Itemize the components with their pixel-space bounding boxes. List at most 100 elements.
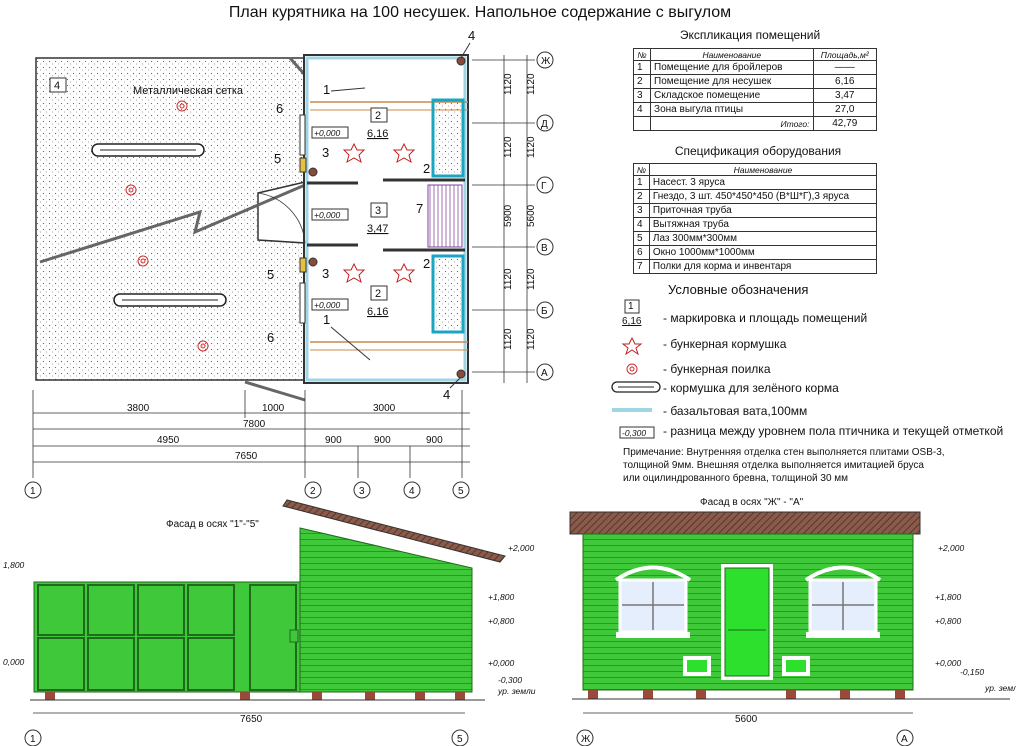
svg-text:+1,800: +1,800: [488, 592, 515, 602]
legend-item: - разница между уровнем пола птичника и …: [663, 424, 1004, 438]
page-title: План курятника на 100 несушек. Напольное…: [228, 4, 732, 21]
svg-text:1000: 1000: [262, 403, 285, 414]
facade-side: [30, 499, 506, 714]
letter-axes: [536, 51, 554, 381]
legend-room-area: 6,16: [622, 316, 642, 327]
svg-text:3800: 3800: [127, 403, 150, 414]
svg-text:2: 2: [423, 256, 430, 271]
svg-text:900: 900: [325, 435, 342, 446]
svg-text:+2,000: +2,000: [938, 543, 965, 553]
svg-text:1120: 1120: [503, 268, 514, 290]
svg-text:6: 6: [276, 101, 283, 116]
svg-text:2: 2: [423, 161, 430, 176]
axis-label: Д: [541, 119, 548, 130]
svg-text:4950: 4950: [157, 435, 180, 446]
svg-text:2: 2: [375, 288, 381, 300]
axis-label: А: [541, 368, 548, 379]
room-marks: 2 6,16 3 3,47 2 6,16: [367, 107, 388, 318]
svg-text:4: 4: [443, 387, 450, 402]
svg-text:6,16: 6,16: [367, 128, 388, 140]
legend-item: - маркировка и площадь помещений: [663, 311, 868, 325]
facade1-axes: 7650 1 5: [24, 714, 469, 746]
svg-text:ур. земли: ур. земли: [497, 686, 536, 696]
svg-text:+0,000: +0,000: [935, 658, 962, 668]
svg-text:5600: 5600: [735, 714, 758, 725]
axis-label: 3: [359, 486, 365, 497]
svg-text:3,47: 3,47: [367, 223, 388, 235]
run-zone: 4 Металлическая сетка: [35, 57, 307, 402]
svg-text:1: 1: [323, 82, 330, 97]
svg-text:5900: 5900: [503, 204, 514, 227]
legend-room-num: 1: [628, 301, 634, 312]
svg-text:Ж: Ж: [581, 734, 591, 745]
legend-caption: Условные обозначения: [668, 282, 809, 297]
svg-text:1120: 1120: [526, 136, 537, 158]
level-marks: +0,000 +0,000 +0,000: [311, 126, 349, 311]
zone-number: 4: [54, 80, 60, 92]
axis-label: 5: [458, 486, 464, 497]
axis-label: Ж: [541, 56, 551, 67]
equipment-caption: Спецификация оборудования: [674, 144, 842, 158]
facade1-caption: Фасад в осях "1"-"5": [166, 519, 259, 530]
svg-text:5: 5: [457, 734, 463, 745]
callouts: 1 1 2 2 3 3 4 4 5 5 6 6 7: [267, 28, 475, 402]
svg-text:5600: 5600: [526, 204, 537, 227]
svg-text:1120: 1120: [503, 73, 514, 95]
svg-text:1120: 1120: [503, 328, 514, 350]
legend-item: - базальтовая вата,100мм: [663, 404, 808, 418]
facade2-caption: Фасад в осях "Ж" - "А": [700, 497, 804, 508]
svg-text:-0,150: -0,150: [960, 667, 984, 677]
svg-text:-0,300: -0,300: [498, 675, 522, 685]
green-feed-feeder: [91, 143, 227, 307]
svg-text:6,16: 6,16: [367, 306, 388, 318]
facade2-axes: 5600 Ж А: [576, 714, 914, 746]
svg-text:900: 900: [426, 435, 443, 446]
svg-text:+0,000: +0,000: [314, 300, 341, 310]
right-dimensions: [472, 55, 535, 383]
legend-level-sample: -0,300: [622, 428, 647, 438]
legend-item: - бункерная поилка: [663, 362, 771, 376]
axis-label: 4: [409, 486, 415, 497]
svg-text:+0,800: +0,800: [488, 616, 515, 626]
legend-item: - кормушка для зелёного корма: [663, 381, 839, 395]
axis-label: В: [541, 243, 548, 254]
svg-text:1120: 1120: [526, 73, 537, 95]
hopper-feeder-symbol: [342, 142, 416, 284]
mesh-label: Металлическая сетка: [133, 85, 244, 97]
svg-text:0,000: 0,000: [3, 657, 25, 667]
facade1-levels: +2,000 +1,800 +0,800 +0,000 -0,300 ур. з…: [3, 543, 536, 696]
svg-text:+1,800: +1,800: [935, 592, 962, 602]
right-dimension-values: 1120 1120 5900 5600 1120 1120 1120 1120 …: [503, 73, 537, 350]
svg-text:+0,000: +0,000: [314, 210, 341, 220]
svg-text:7800: 7800: [243, 419, 266, 430]
svg-text:+0,000: +0,000: [488, 658, 515, 668]
svg-text:1120: 1120: [503, 136, 514, 158]
axis-label: Г: [541, 181, 547, 192]
svg-text:3000: 3000: [373, 403, 396, 414]
svg-text:+0,800: +0,800: [935, 616, 962, 626]
svg-text:7: 7: [416, 201, 423, 216]
svg-text:900: 900: [374, 435, 391, 446]
svg-text:1120: 1120: [526, 268, 537, 290]
bottom-dimensions: [32, 390, 470, 478]
svg-text:А: А: [901, 734, 908, 745]
facade-front: [569, 511, 1010, 714]
legend-symbols: [611, 299, 661, 439]
legend-item: - бункерная кормушка: [663, 337, 787, 351]
svg-text:+0,000: +0,000: [314, 128, 341, 138]
svg-text:4: 4: [468, 28, 475, 43]
explication-caption: Экспликация помещений: [679, 28, 821, 42]
axis-label: 1: [30, 486, 36, 497]
